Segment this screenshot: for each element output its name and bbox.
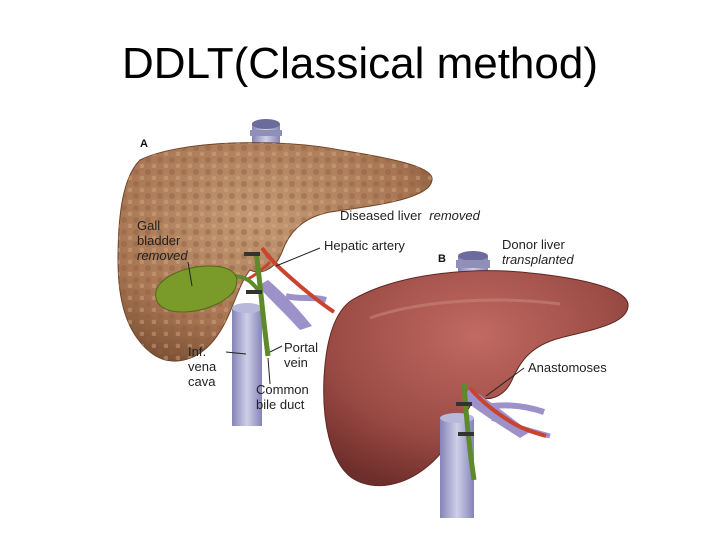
- label-anastomoses: Anastomoses: [528, 360, 607, 375]
- label-removed: removed: [137, 248, 188, 263]
- label-inf: Inf.: [188, 344, 206, 359]
- label-gall: Gall: [137, 218, 160, 233]
- label-common: Common: [256, 382, 309, 397]
- label-donor-liver: Donor liver: [502, 237, 566, 252]
- label-bile-duct: bile duct: [256, 397, 305, 412]
- label-diseased-liver: Diseased liver removed: [340, 208, 481, 223]
- panel-label-a: A: [140, 138, 148, 150]
- label-cava: cava: [188, 374, 216, 389]
- label-portal: Portal: [284, 340, 318, 355]
- donor-liver-group: [324, 251, 628, 518]
- donor-liver: [324, 271, 628, 486]
- label-vena: vena: [188, 359, 217, 374]
- label-bladder: bladder: [137, 233, 181, 248]
- label-vein: vein: [284, 355, 308, 370]
- panel-label-b: B: [438, 253, 446, 265]
- label-transplanted: transplanted: [502, 252, 574, 267]
- label-hepatic-artery: Hepatic artery: [324, 238, 405, 253]
